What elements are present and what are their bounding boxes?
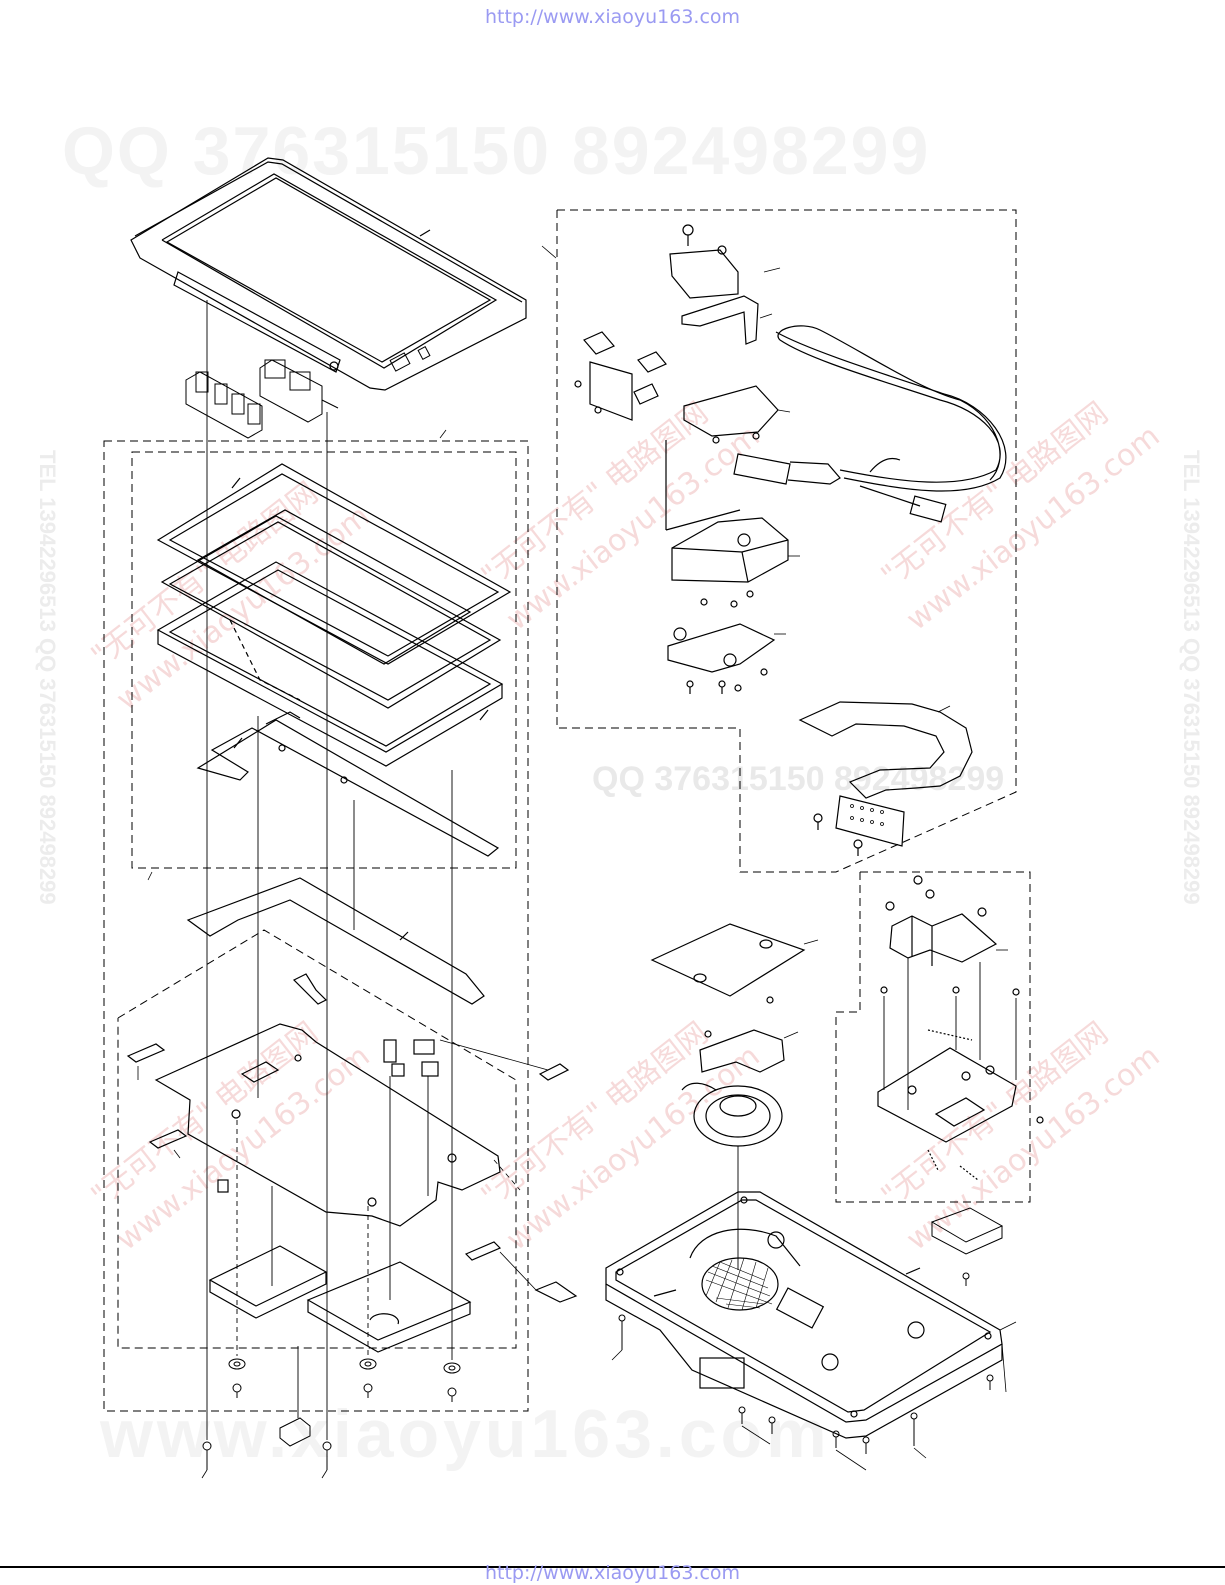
shield-cases	[208, 1245, 472, 1353]
watermark-www-banner: www.xiaoyu163.com	[100, 1396, 831, 1472]
bottom-rule	[0, 1566, 1225, 1568]
washers-and-screws-left	[202, 1358, 461, 1470]
watermark-side-right: TEL 13942296513 QQ 376315150 892498299	[1179, 450, 1204, 905]
cable-connector-assembly	[574, 224, 1007, 523]
front-bezel-assembly	[130, 157, 527, 391]
dashed-group-boundaries	[103, 209, 1031, 1412]
connector-housing	[665, 440, 789, 694]
lcd-bracket	[196, 711, 500, 857]
watermark-side-left: TEL 13942296513 QQ 376315150 892498299	[35, 450, 60, 905]
pcb-group-boundary	[117, 929, 517, 1349]
lcd-panel-stack	[156, 463, 512, 767]
insulating-sheet	[186, 877, 485, 1005]
metal-bracket-and-mechanism	[877, 875, 1044, 1181]
rear-cabinet-screws	[618, 1207, 1004, 1454]
bracket-group-boundary	[835, 871, 1031, 1203]
flat-cable-and-connector	[798, 701, 973, 856]
control-button-blocks	[185, 359, 339, 439]
watermark-qq-banner: QQ 376315150 892498299	[62, 113, 931, 189]
watermark-mid-banner: QQ 376315150 892498299	[592, 760, 1005, 798]
cable-group-boundary	[556, 209, 1017, 873]
rear-cabinet	[605, 1191, 1003, 1439]
leader-lines	[137, 245, 1017, 1479]
lcd-group-outer-boundary	[103, 440, 529, 1412]
header-url: http://www.xiaoyu163.com	[484, 6, 741, 28]
main-pcb-board	[126, 973, 578, 1303]
footer-url: http://www.xiaoyu163.com	[484, 1562, 741, 1584]
cover-plate-and-speaker	[650, 923, 806, 1270]
alignment-lines-left	[206, 300, 453, 1440]
lcd-group-inner-boundary	[131, 451, 517, 869]
